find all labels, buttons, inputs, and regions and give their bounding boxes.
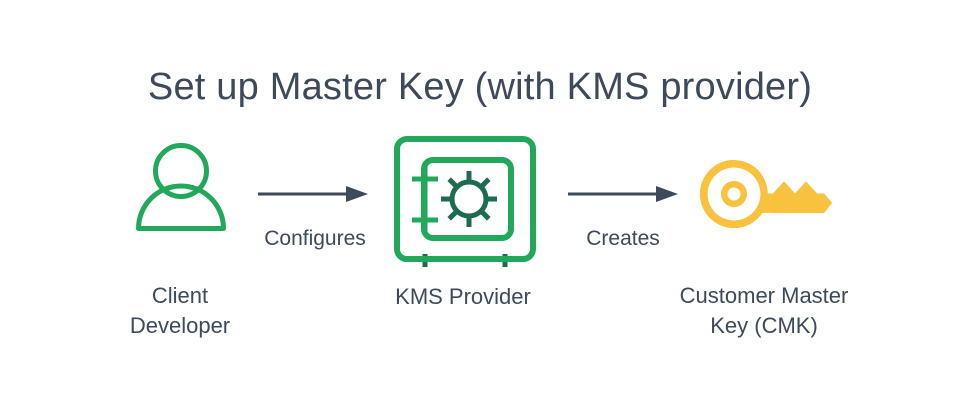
key-icon: [700, 160, 832, 229]
arrow-creates-icon: [568, 183, 678, 205]
customer-master-key-label-line2: Key (CMK): [710, 313, 818, 338]
arrow-creates-label: Creates: [586, 227, 660, 250]
arrow-configures-icon: [258, 183, 368, 205]
arrow-configures-label: Configures: [264, 227, 366, 250]
kms-provider-label-line1: KMS Provider: [395, 284, 531, 309]
kms-provider-label: KMS Provider: [363, 282, 563, 312]
customer-master-key-label: Customer Master Key (CMK): [654, 281, 874, 341]
client-developer-label: Client Developer: [80, 281, 280, 341]
safe-icon: [392, 134, 538, 270]
client-developer-label-line1: Client: [151, 283, 209, 308]
page-title: Set up Master Key (with KMS provider): [147, 66, 813, 108]
customer-master-key-label-line1: Customer Master: [679, 283, 849, 308]
client-developer-label-line2: Developer: [129, 313, 231, 338]
person-icon: [130, 136, 232, 236]
